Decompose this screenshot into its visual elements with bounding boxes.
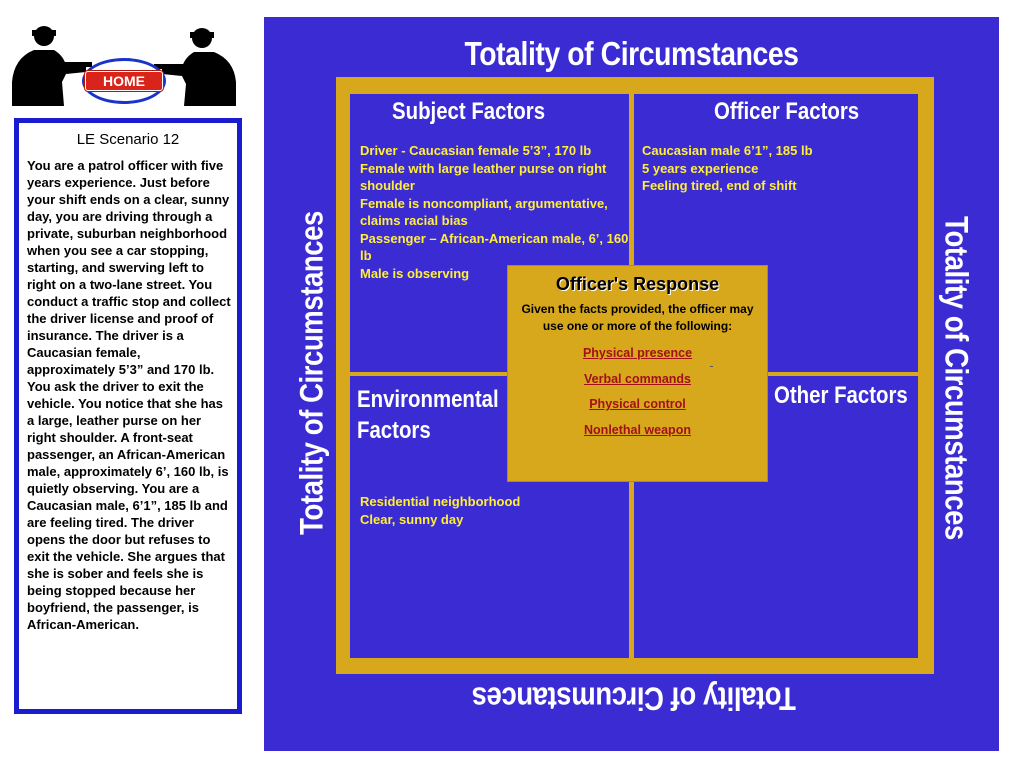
environmental-factors-quadrant: Environmental Factors Residential neighb…	[350, 376, 629, 658]
home-button[interactable]: HOME	[82, 58, 166, 104]
officer-factors-list: Caucasian male 6’1”, 185 lb 5 years expe…	[642, 142, 912, 195]
list-item: Female with large leather purse on right…	[360, 160, 607, 194]
option-verbal-commands-link[interactable]: Verbal commands	[584, 371, 691, 386]
environmental-factors-title: Environmental Factors	[357, 386, 499, 444]
list-item: Passenger – African-American male, 6’, 1…	[360, 230, 629, 264]
option-physical-presence-link[interactable]: Physical presence	[582, 346, 693, 360]
officer-response-title: Officer's Response	[555, 274, 720, 294]
list-item: 5 years experience	[642, 160, 759, 176]
officer-factors-title: Officer Factors	[714, 98, 860, 125]
officer-response-box: Officer's Response Given the facts provi…	[507, 265, 768, 482]
decorative-dot	[710, 366, 713, 367]
totality-board: Totality of Circumstances Totality of Ci…	[264, 17, 999, 751]
officers-silhouette-icon	[12, 26, 236, 106]
option-nonlethal-weapon-link[interactable]: Nonlethal weapon	[584, 422, 691, 437]
other-factors-title: Other Factors	[774, 382, 908, 409]
environmental-factors-list: Residential neighborhood Clear, sunny da…	[360, 493, 620, 528]
list-item: Feeling tired, end of shift	[642, 178, 797, 193]
scenario-panel: LE Scenario 12 You are a patrol officer …	[14, 118, 242, 714]
subject-factors-list: Driver - Caucasian female 5’3”, 170 lb F…	[360, 142, 630, 282]
officer-response-description: Given the facts provided, the officer ma…	[521, 302, 754, 333]
subject-factors-title: Subject Factors	[392, 98, 546, 125]
scenario-title: LE Scenario 12	[76, 131, 180, 148]
list-item: Female is noncompliant, argumentative, c…	[360, 195, 608, 229]
subject-factors-quadrant: Subject Factors Driver - Caucasian femal…	[350, 94, 629, 372]
board-title: Totality of Circumstances	[464, 35, 799, 72]
list-item: Clear, sunny day	[360, 511, 464, 527]
list-item: Residential neighborhood	[360, 494, 521, 509]
list-item: Driver - Caucasian female 5’3”, 170 lb	[360, 143, 592, 158]
scenario-text: You are a patrol officer with five years…	[27, 158, 231, 632]
option-physical-control-link[interactable]: Physical control	[589, 397, 686, 411]
bottom-title: Totality of Circumstances	[472, 680, 796, 717]
list-item: Caucasian male 6’1”, 185 lb	[642, 143, 813, 158]
side-title-right: Totality of Circumstances	[938, 216, 975, 540]
header-logo	[4, 22, 244, 110]
side-title-left: Totality of Circumstances	[293, 211, 330, 535]
home-button-label: HOME	[85, 71, 163, 91]
list-item: Male is observing	[360, 265, 470, 281]
response-options-list: Physical presence Verbal commands Physic…	[508, 344, 767, 446]
officer-factors-quadrant: Officer Factors Caucasian male 6’1”, 185…	[634, 94, 918, 372]
